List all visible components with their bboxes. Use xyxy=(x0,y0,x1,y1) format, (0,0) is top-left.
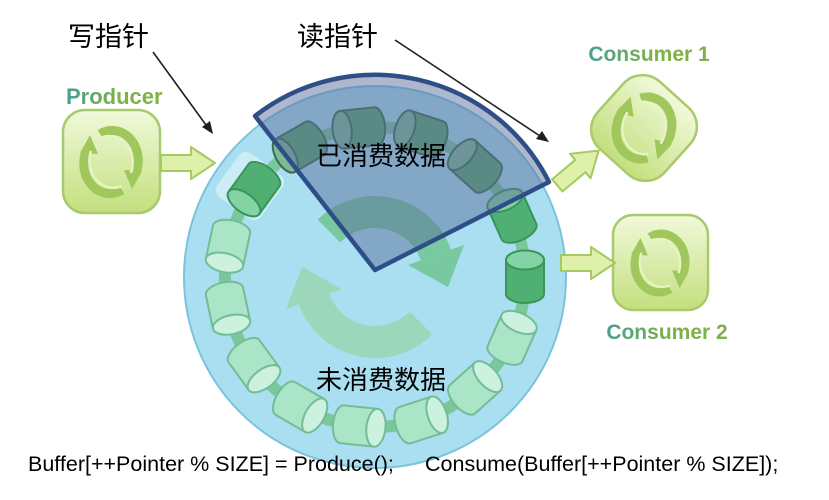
write-pointer-callout: 写指针 xyxy=(68,22,213,134)
consumer-2-label: Consumer 2 xyxy=(606,321,727,344)
buffer-slots xyxy=(202,105,545,449)
consumed-area-label: 已消费数据 xyxy=(316,142,446,172)
consumer-1-node: Consumer 1 xyxy=(546,43,710,199)
read-pointer-label: 读指针 xyxy=(297,22,378,53)
buffer-slot xyxy=(505,249,545,304)
thin-arrow-icon xyxy=(152,51,213,134)
write-pointer-label: 写指针 xyxy=(68,22,149,53)
consumer-2-node: Consumer 2 xyxy=(560,213,728,344)
consumer-1-icon xyxy=(589,73,699,183)
produce-code-statement: Buffer[++Pointer % SIZE] = Produce(); xyxy=(28,452,394,476)
producer-label: Producer xyxy=(66,84,163,109)
producer-node: Producer xyxy=(61,84,216,215)
consume-code-statement: Consume(Buffer[++Pointer % SIZE]); xyxy=(425,452,778,476)
consumed-sector xyxy=(252,72,552,273)
consumer-1-label: Consumer 1 xyxy=(588,43,710,66)
produce-flow-arrow-icon xyxy=(160,146,216,180)
unconsumed-area-label: 未消费数据 xyxy=(316,366,446,396)
buffer-slot xyxy=(330,403,389,449)
read-pointer-callout: 读指针 xyxy=(297,22,549,142)
consume-flow-arrow-icon xyxy=(560,246,616,280)
thin-arrow-icon xyxy=(394,39,549,142)
